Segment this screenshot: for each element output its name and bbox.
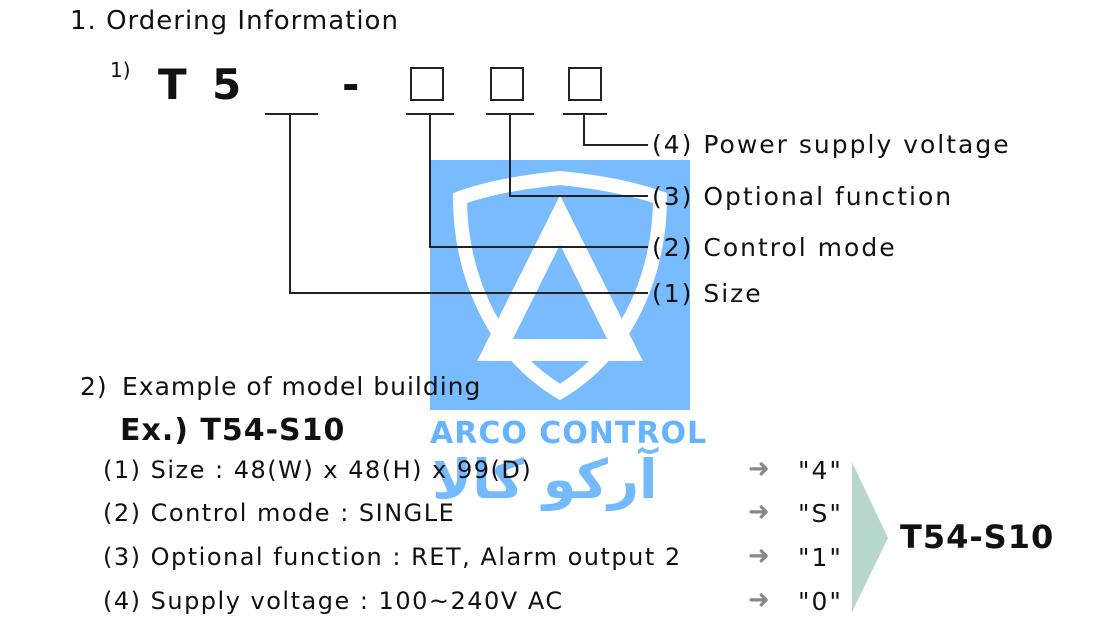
code-letter: T [158,60,187,109]
example-row-control-mode: (2) Control mode : SINGLE [103,499,456,527]
code-box-power-supply [568,67,602,101]
arrow-right-icon: ➜ [748,497,770,527]
arrow-right-icon: ➜ [748,541,770,571]
example-value-optional-function: "1" [798,543,843,572]
section-heading: 1. Ordering Information [70,6,399,36]
arrow-right-icon: ➜ [748,585,770,615]
label-control-mode: (2) Control mode [652,233,897,262]
example-row-optional-function: (3) Optional function : RET, Alarm outpu… [103,543,682,571]
example-result-model-code: T54-S10 [900,518,1055,556]
result-chevron-arrow-icon [852,462,888,612]
example-row-size: (1) Size : 48(W) x 48(H) x 99(D) [103,456,533,484]
code-index: 1) [110,58,131,82]
watermark-shield-logo-icon [430,160,690,410]
code-digit: 5 [212,60,242,109]
code-box-control-mode [410,67,444,101]
code-dash: - [342,60,360,109]
example-title: Ex.) T54-S10 [120,413,346,448]
example-value-supply-voltage: "0" [798,587,843,616]
label-power-supply-voltage: (4) Power supply voltage [652,130,1011,159]
example-row-supply-voltage: (4) Supply voltage : 100~240V AC [103,587,564,615]
code-box-optional-function [490,67,524,101]
example-index: 2) [80,372,108,401]
arrow-right-icon: ➜ [748,454,770,484]
watermark-latin-text: ARCO CONTROL [430,416,708,451]
example-heading: Example of model building [122,372,482,401]
example-value-size: "4" [798,456,843,485]
label-optional-function: (3) Optional function [652,182,954,211]
watermark-persian-text: آرکو کالا [432,448,658,511]
example-value-control-mode: "S" [798,499,843,528]
label-size: (1) Size [652,279,763,308]
